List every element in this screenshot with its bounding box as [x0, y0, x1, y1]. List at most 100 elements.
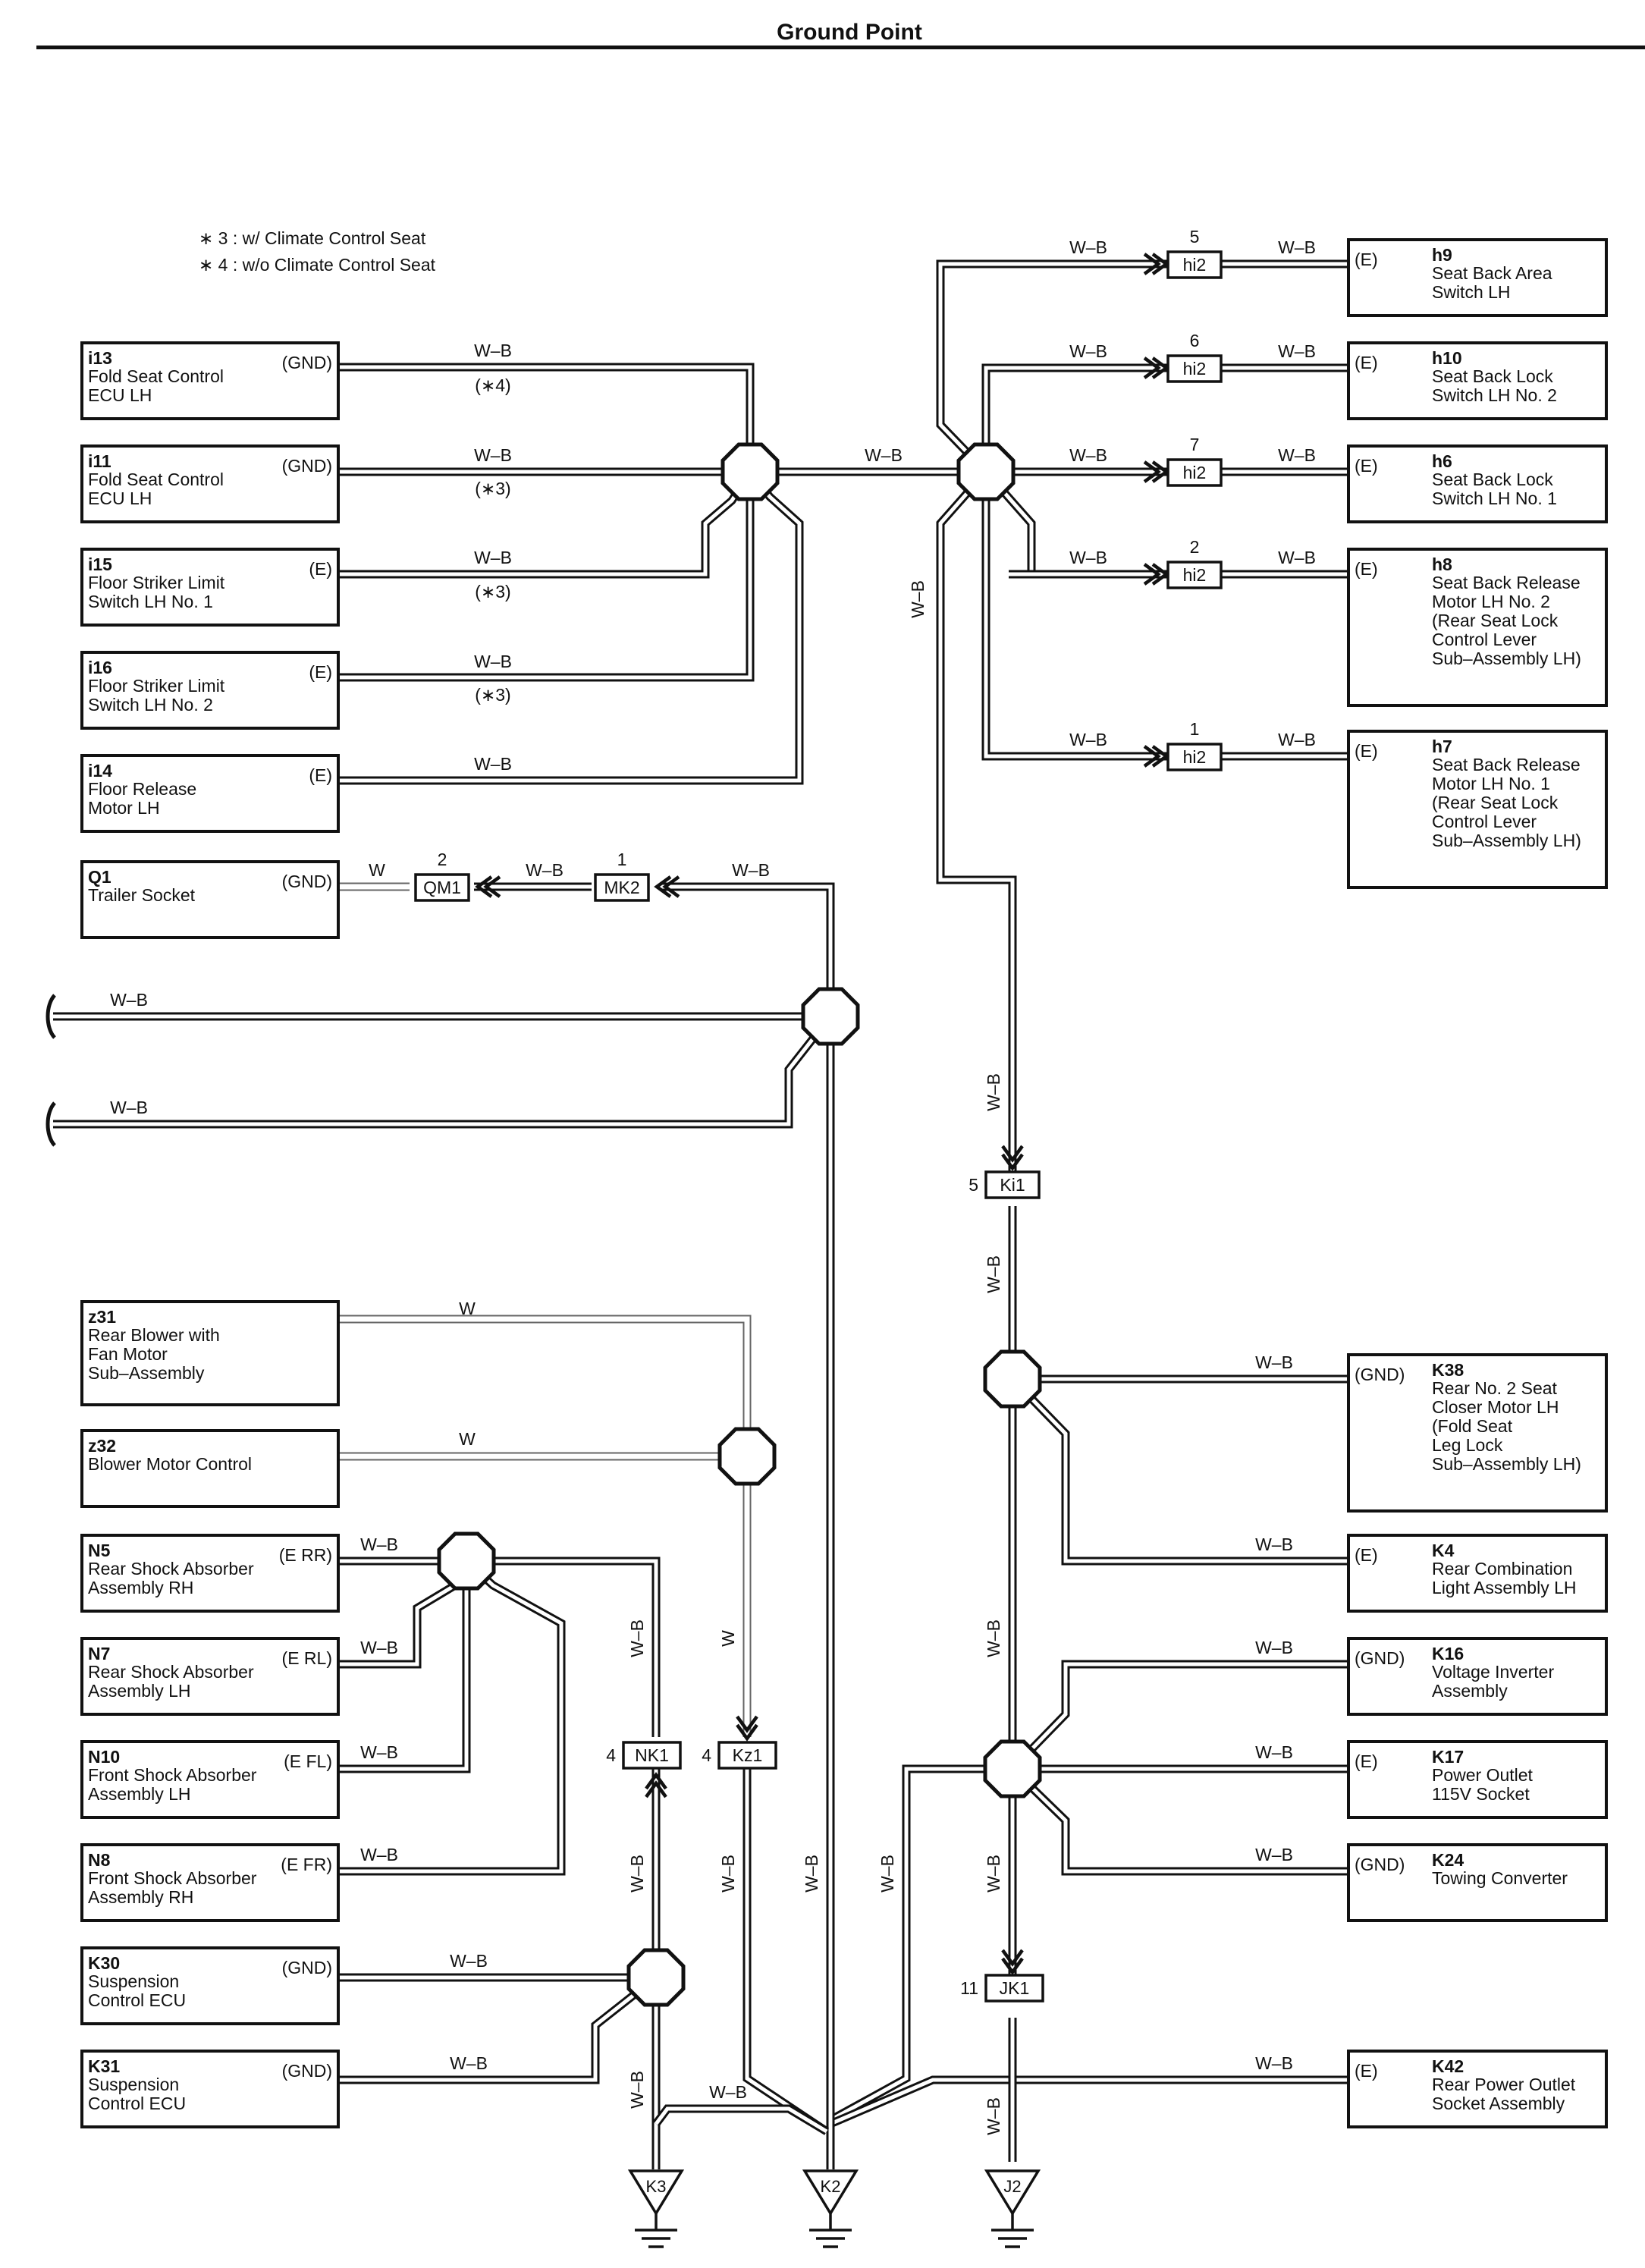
- ground-label: K3: [646, 2177, 667, 2196]
- component-name-line: Fan Motor: [88, 1344, 168, 1364]
- component-pin: (GND): [282, 353, 332, 372]
- component-name-line: Motor LH No. 1: [1432, 774, 1550, 793]
- component-n8: [80, 1843, 340, 1922]
- component-k31: [80, 2050, 340, 2128]
- ground-k3: [627, 2169, 685, 2216]
- wire-core: [829, 1767, 1012, 2122]
- component-name-line: Control ECU: [88, 1990, 186, 2010]
- wire-core: [340, 1316, 750, 1456]
- wire-color-label: W–B: [709, 2082, 747, 2102]
- splice-junction: [437, 1531, 496, 1591]
- wire-color-label: W–B: [627, 1619, 647, 1657]
- component-n10: [80, 1740, 340, 1819]
- connector-code: hi2: [1183, 747, 1207, 767]
- component-pin: (E FL): [284, 1751, 332, 1771]
- connector-pin: 1: [1190, 719, 1200, 739]
- component-code: i11: [88, 451, 111, 471]
- wire-w-b: [660, 882, 835, 1016]
- component-pin: (E): [1355, 559, 1378, 579]
- wire-color-label: W–B: [1278, 341, 1316, 361]
- connector-pin: 4: [702, 1745, 711, 1765]
- component-pin: (GND): [282, 1958, 332, 1977]
- component-k17: [1347, 1740, 1608, 1819]
- arrowhead-icon: [645, 1772, 667, 1798]
- wire-core: [466, 1559, 658, 1737]
- wire-color-label: W–B: [908, 580, 928, 618]
- component-i14: [80, 754, 340, 833]
- wire-color-label: W–B: [627, 1855, 647, 1893]
- component-pin: (E RL): [282, 1648, 332, 1668]
- wire-w-b: [340, 363, 755, 472]
- wire-w-b: [1009, 1376, 1348, 1566]
- arrowhead-icon: [1143, 357, 1169, 379]
- splice-junction: [983, 1349, 1042, 1409]
- connector-jk1-11: [984, 1974, 1044, 2003]
- connector-pin: 6: [1190, 331, 1200, 350]
- wire-color-label: W–B: [474, 652, 512, 671]
- connector-pin: 4: [606, 1745, 616, 1765]
- component-k42: [1347, 2050, 1608, 2128]
- wire-color-label: W–B: [1069, 445, 1107, 465]
- component-k38: [1347, 1353, 1608, 1513]
- component-i11: [80, 444, 340, 523]
- component-code: i13: [88, 348, 112, 368]
- wire-color-label: W–B: [360, 1638, 398, 1657]
- wire-core: [1011, 1662, 1348, 1770]
- page-title: Ground Point: [777, 20, 922, 45]
- connector-code: hi2: [1183, 565, 1207, 585]
- component-name-line: Rear No. 2 Seat: [1432, 1378, 1558, 1398]
- splice-junction: [717, 1427, 777, 1486]
- wire-color-label: W–B: [474, 445, 512, 465]
- wire-color-label: W–B: [1255, 1352, 1293, 1372]
- component-pin: (GND): [1355, 1648, 1405, 1668]
- connector-code: hi2: [1183, 359, 1207, 379]
- component-name-line: Control Lever: [1432, 812, 1537, 831]
- component-name-line: Towing Converter: [1432, 1868, 1568, 1888]
- wire-color-label: W–B: [1278, 237, 1316, 257]
- component-name-line: Assembly LH: [88, 1681, 190, 1701]
- arrowhead-icon: [1143, 563, 1169, 586]
- note-climate-seat: ∗ 3 : w/ Climate Control Seat: [199, 228, 426, 248]
- component-name-line: Front Shock Absorber: [88, 1765, 257, 1785]
- component-code: z32: [88, 1436, 116, 1456]
- wire-core: [1011, 1767, 1348, 1874]
- component-pin: (GND): [1355, 1365, 1405, 1384]
- component-name-line: Control Lever: [1432, 630, 1537, 649]
- ground-label: J2: [1003, 2177, 1021, 2196]
- wire-w-b: [742, 1767, 830, 2135]
- component-name-line: Sub–Assembly LH): [1432, 649, 1581, 668]
- wire-color-label: W–B: [802, 1855, 821, 1893]
- component-k24: [1347, 1843, 1608, 1922]
- wire-color-label: W–B: [110, 1098, 148, 1117]
- component-n5: [80, 1534, 340, 1613]
- wire-color-label: W: [369, 860, 385, 880]
- wire-w-b: [53, 1013, 834, 1129]
- wire-w-b: [340, 1557, 566, 1876]
- component-name-line: Leg Lock: [1432, 1435, 1503, 1455]
- component-name-line: Motor LH No. 2: [1432, 592, 1550, 611]
- component-name-line: Motor LH: [88, 798, 160, 818]
- variant-mark: (∗3): [475, 479, 510, 498]
- connector-qm1-2: [414, 873, 470, 902]
- component-code: h8: [1432, 554, 1452, 574]
- wire-color-label: W–B: [110, 990, 148, 1010]
- wire-core: [340, 1561, 469, 1771]
- component-name-line: Trailer Socket: [88, 885, 196, 905]
- wire-color-label: W–B: [1278, 730, 1316, 749]
- component-code: N10: [88, 1747, 120, 1767]
- component-pin: (E): [309, 662, 332, 682]
- connector-pin: 2: [1190, 537, 1200, 557]
- component-code: z31: [88, 1307, 116, 1327]
- component-name-line: Seat Back Area: [1432, 263, 1552, 283]
- component-pin: (GND): [282, 872, 332, 891]
- wire-core: [830, 2078, 1348, 2126]
- component-name-line: Closer Motor LH: [1432, 1397, 1559, 1417]
- component-code: i14: [88, 761, 112, 781]
- wire-w-b: [340, 469, 804, 785]
- component-name-line: Switch LH No. 1: [88, 592, 213, 611]
- wire-color-label: W–B: [1278, 445, 1316, 465]
- component-pin: (E): [1355, 2061, 1378, 2081]
- component-pin: (E): [1355, 353, 1378, 372]
- component-h8: [1347, 548, 1608, 707]
